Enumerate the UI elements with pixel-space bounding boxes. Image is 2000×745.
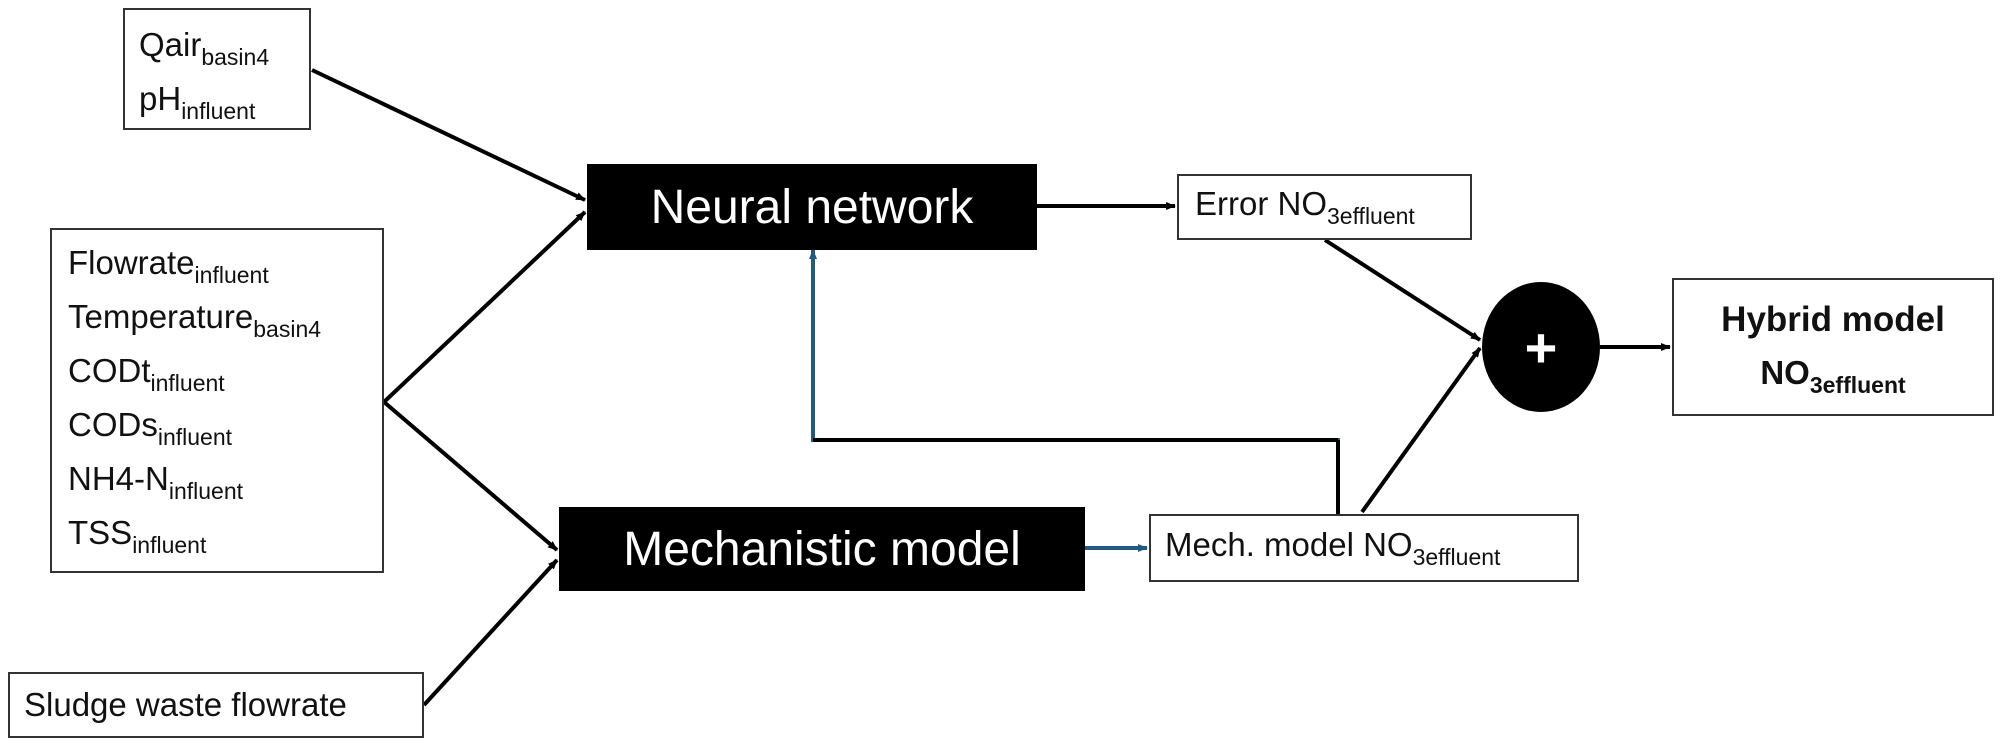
top-input-item-name: Qair	[139, 26, 202, 63]
feedback-arrow-to-nn	[809, 249, 1340, 514]
mid-input-item-name: Flowrate	[68, 244, 195, 281]
top-input-item-name: pH	[139, 80, 182, 117]
arrow-sludge-to-mech	[422, 558, 559, 707]
mid-input-item: TSSinfluent	[68, 512, 382, 566]
mid-input-item-subscript: influent	[150, 370, 225, 396]
mid-input-item-subscript: basin4	[253, 316, 322, 342]
top-input-item-subscript: basin4	[201, 44, 270, 70]
arrow-mid-inputs-to-nn	[382, 210, 587, 404]
sludge-label: Sludge waste flowrate	[24, 686, 347, 723]
hybrid-model-title: Hybrid model	[1721, 300, 1945, 339]
sum-node: +	[1482, 282, 1600, 412]
plus-icon: +	[1524, 315, 1558, 379]
top-input-item-subscript: influent	[181, 98, 256, 124]
mid-input-item-subscript: influent	[157, 424, 233, 450]
mid-input-item-subscript: influent	[132, 532, 207, 558]
error-output-box: Error NO3effluent	[1177, 174, 1472, 240]
hybrid-model-box: Hybrid model NO3effluent	[1672, 278, 1994, 416]
mid-input-item: Temperaturebasin4	[68, 296, 382, 350]
neural-network-block: Neural network	[587, 164, 1037, 250]
mid-input-item-name: CODt	[68, 352, 151, 389]
hybrid-model-output: NO3effluent	[1760, 354, 1906, 398]
mid-input-item-name: NH4-N	[68, 460, 169, 497]
mechanistic-model-block: Mechanistic model	[559, 507, 1085, 591]
mid-input-item-name: CODs	[68, 406, 158, 443]
mid-input-item: CODsinfluent	[68, 404, 382, 458]
arrow-mech-output-to-sum	[1360, 346, 1482, 514]
arrow-top-inputs-to-nn	[311, 68, 586, 202]
arrow-error-to-sum	[1323, 238, 1482, 342]
mid-input-item: NH4-Ninfluent	[68, 458, 382, 512]
mid-input-item-name: TSS	[68, 514, 133, 551]
top-input-item: Qairbasin4	[139, 24, 309, 78]
mid-input-item: Flowrateinfluent	[68, 242, 382, 296]
neural-network-label: Neural network	[650, 180, 974, 234]
error-output-label: Error NO3effluent	[1195, 184, 1415, 229]
mid-input-item-subscript: influent	[194, 262, 269, 288]
mid-input-item: CODtinfluent	[68, 350, 382, 404]
mechanistic-model-label: Mechanistic model	[623, 522, 1021, 576]
mid-input-item-name: Temperature	[68, 298, 254, 335]
top-input-item: pHinfluent	[139, 78, 309, 132]
sludge-box: Sludge waste flowrate	[8, 672, 424, 738]
mid-input-item-subscript: influent	[168, 478, 244, 504]
mech-output-box: Mech. model NO3effluent	[1149, 514, 1579, 582]
arrow-mid-inputs-to-mech	[382, 400, 559, 552]
mech-output-label: Mech. model NO3effluent	[1165, 525, 1501, 570]
